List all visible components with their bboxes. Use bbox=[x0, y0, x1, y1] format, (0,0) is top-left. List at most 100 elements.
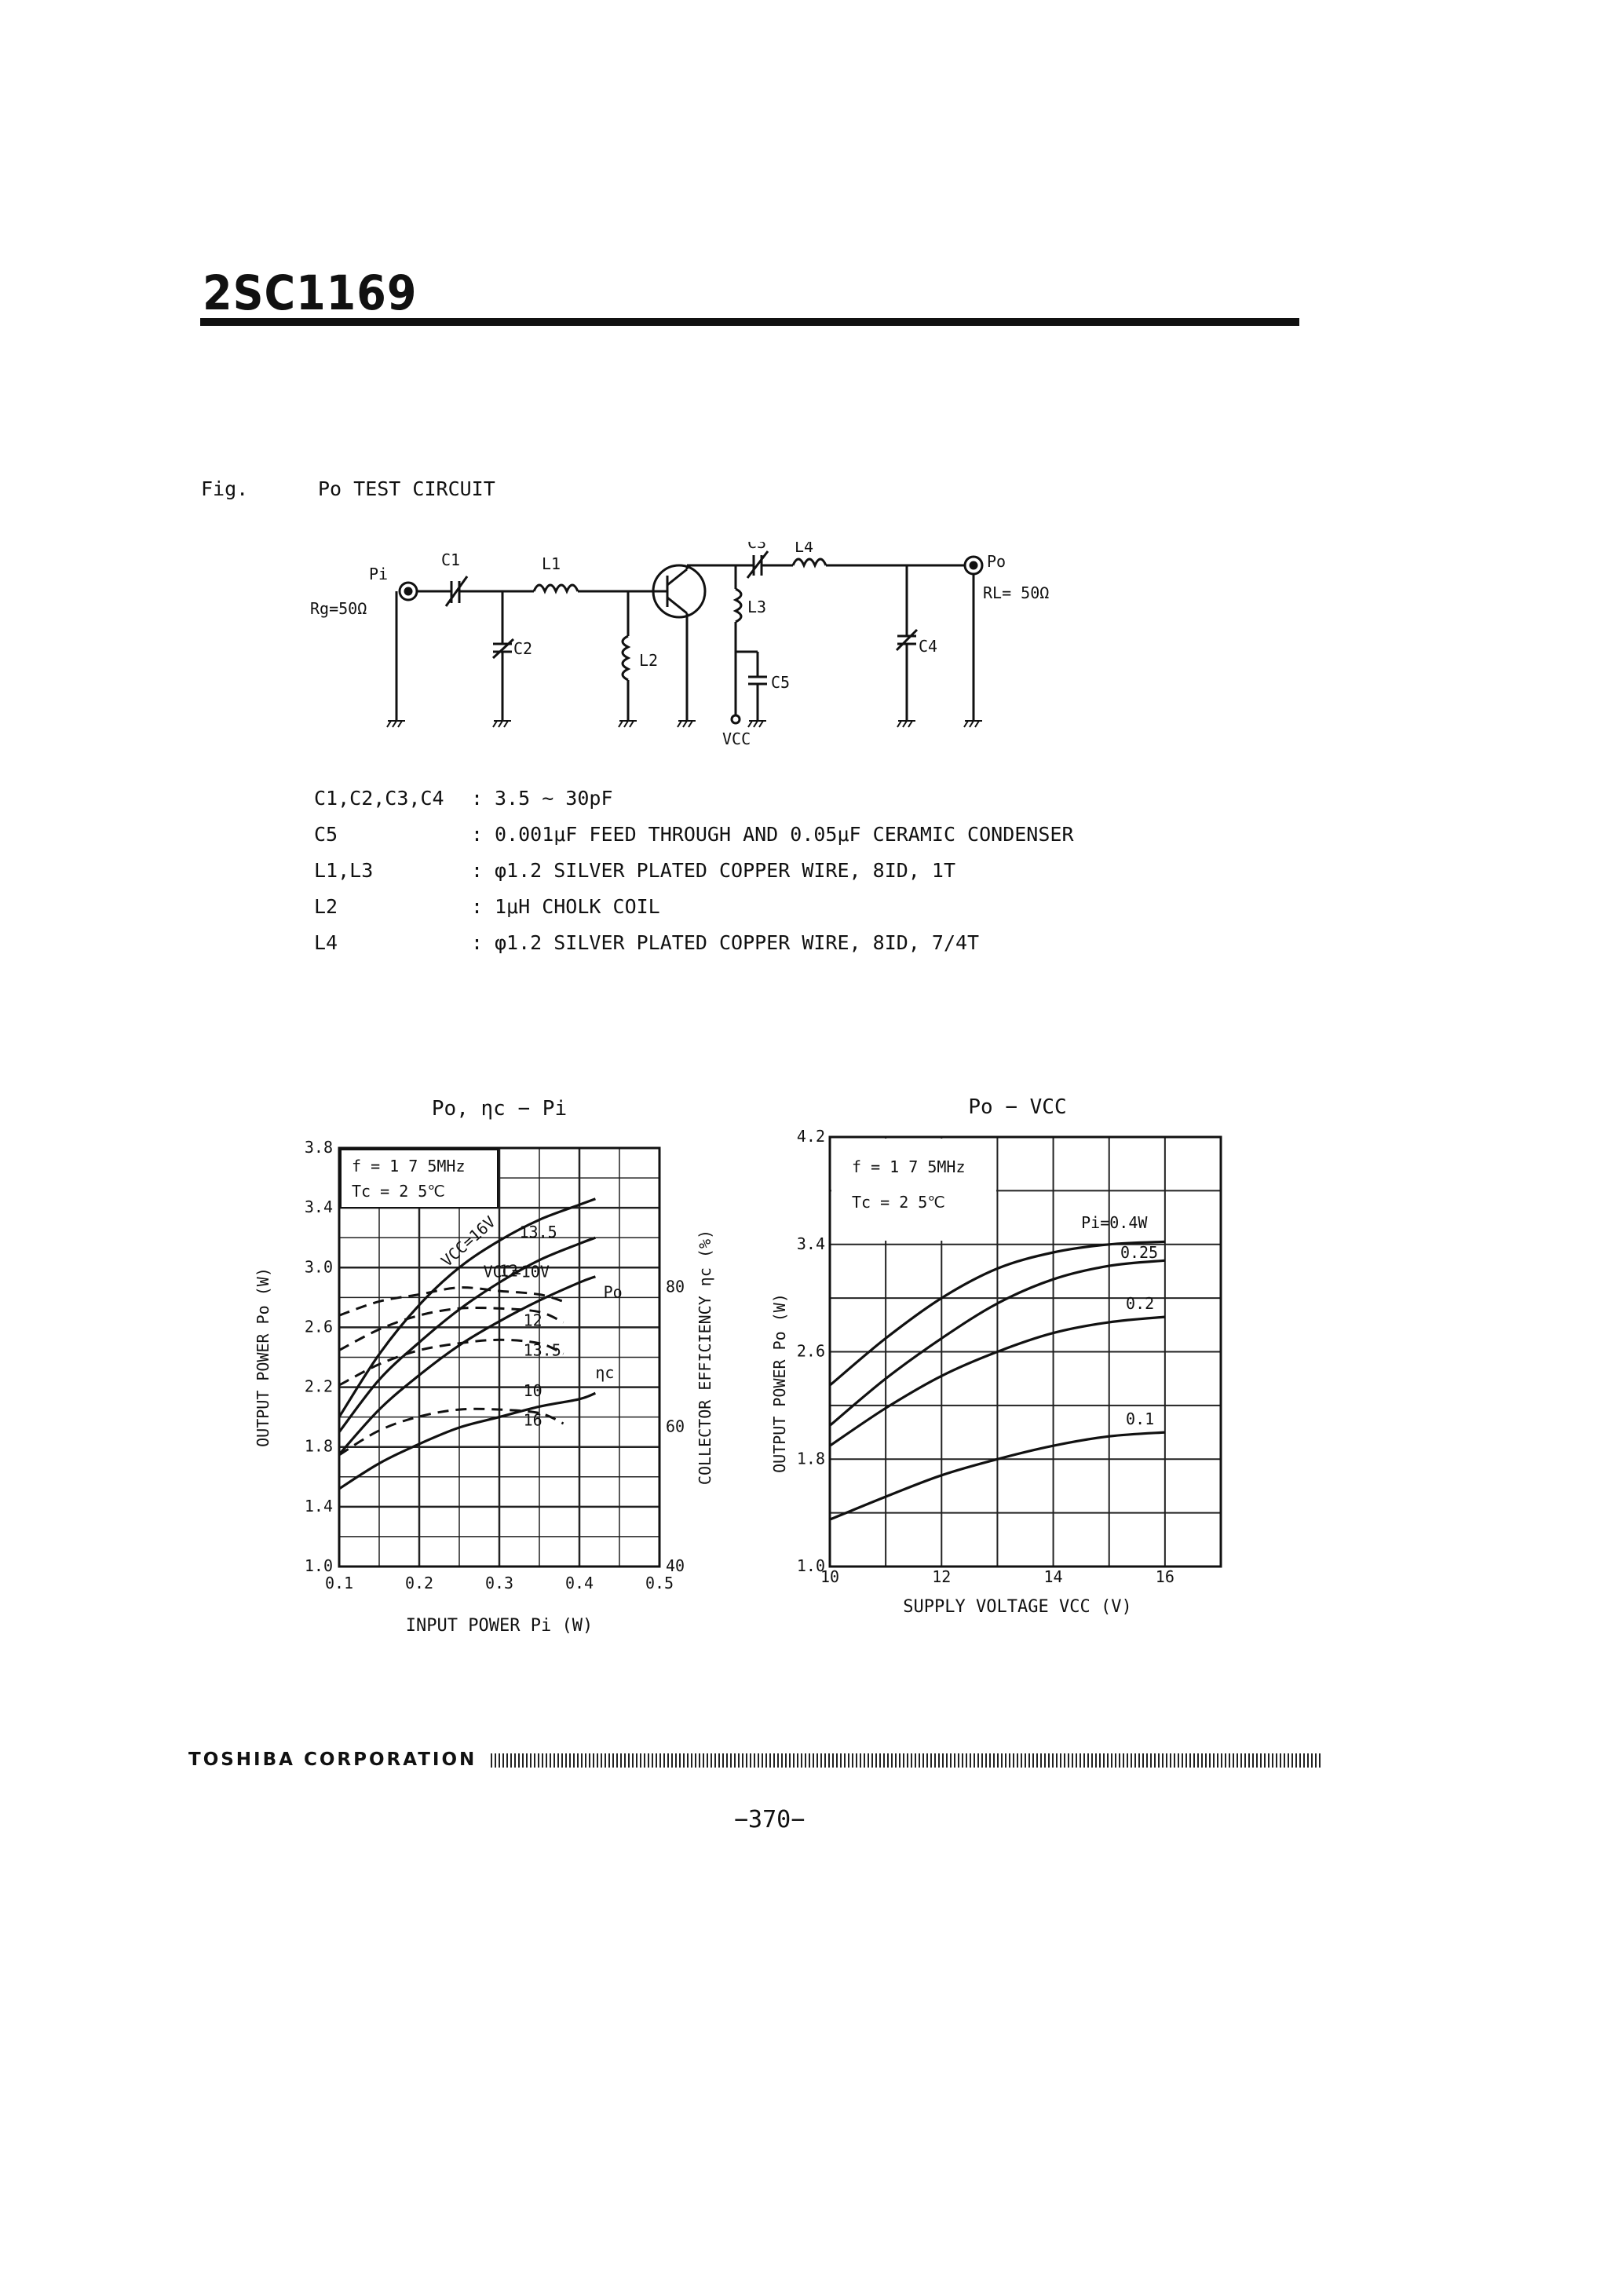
eta-curve-3 bbox=[338, 1338, 564, 1387]
conditions-box bbox=[831, 1139, 996, 1241]
eta-curve-label: 12 bbox=[524, 1311, 542, 1330]
x-tick-label: 0.3 bbox=[485, 1574, 513, 1592]
eta-curve-label: 16 bbox=[524, 1411, 542, 1430]
y-tick-label: 2.6 bbox=[305, 1317, 333, 1336]
y-tick-label: 3.0 bbox=[305, 1257, 333, 1276]
po-curve-3 bbox=[338, 1275, 596, 1456]
component-name: L4 bbox=[314, 931, 338, 954]
footer-company: TOSHIBA CORPORATION bbox=[188, 1749, 477, 1770]
component-value: 1μH CHOLK COIL bbox=[495, 895, 660, 918]
y-axis-label: OUTPUT POWER Po (W) bbox=[254, 1267, 272, 1447]
y-axis-label: OUTPUT POWER Po (W) bbox=[770, 1293, 789, 1473]
y-tick-label: 4.2 bbox=[797, 1127, 825, 1146]
component-name: L1,L3 bbox=[314, 859, 374, 882]
y-tick-label: 1.4 bbox=[305, 1497, 333, 1515]
footer-barcode-rule bbox=[491, 1753, 1323, 1768]
ground-symbols bbox=[386, 720, 982, 728]
component-name: L2 bbox=[314, 895, 338, 918]
series-label: 0.25 bbox=[1120, 1243, 1158, 1262]
x-tick-label: 0.4 bbox=[565, 1574, 594, 1592]
label-l2: L2 bbox=[639, 651, 658, 670]
y-tick-label: 3.4 bbox=[305, 1197, 333, 1216]
chart-title: Po − VCC bbox=[968, 1095, 1066, 1119]
po-marker-label: Po bbox=[604, 1282, 623, 1301]
condition-frequency: f = 1 7 5MHz bbox=[852, 1157, 966, 1176]
eta-marker-label: ηc bbox=[595, 1363, 614, 1382]
y2-tick-label: 80 bbox=[666, 1278, 685, 1296]
po-curve-1 bbox=[828, 1240, 1165, 1387]
po-curve-4 bbox=[829, 1431, 1166, 1521]
x-tick-label: 16 bbox=[1156, 1567, 1174, 1586]
y-tick-label: 1.0 bbox=[305, 1556, 333, 1575]
y2-axis-label: COLLECTOR EFFICIENCY ηc (%) bbox=[696, 1230, 714, 1485]
eta-curve-1 bbox=[338, 1286, 564, 1317]
plot-frame bbox=[828, 1135, 1222, 1568]
x-tick-label: 0.1 bbox=[325, 1574, 353, 1592]
circuit-title: Po TEST CIRCUIT bbox=[318, 477, 495, 500]
transistor-symbol bbox=[652, 564, 707, 619]
y-tick-label: 1.0 bbox=[797, 1556, 825, 1575]
y-tick-label: 2.2 bbox=[305, 1377, 333, 1396]
condition-frequency: f = 1 7 5MHz bbox=[352, 1157, 466, 1175]
chart-po-vs-vcc: f = 1 7 5MHz Tc = 2 5℃ 10 12 14 16 1.0 1.8 2.6 3.… bbox=[770, 1095, 1222, 1617]
po-curve-2 bbox=[338, 1236, 596, 1433]
y-tick-label: 1.8 bbox=[797, 1449, 825, 1468]
label-l1: L1 bbox=[542, 554, 561, 573]
figure-label: Fig. bbox=[201, 477, 249, 500]
po-curve-label: 13.5 bbox=[520, 1223, 557, 1241]
label-rg: Rg=50Ω bbox=[310, 599, 367, 618]
label-c4: C4 bbox=[919, 637, 937, 656]
x-tick-label: 0.5 bbox=[645, 1574, 674, 1592]
series-label: 0.2 bbox=[1126, 1294, 1154, 1313]
eta-curve-4 bbox=[338, 1407, 564, 1457]
label-l3: L3 bbox=[747, 598, 766, 616]
label-l4: L4 bbox=[795, 542, 813, 556]
title-rule bbox=[200, 318, 1299, 326]
x-axis-label: INPUT POWER Pi (W) bbox=[406, 1616, 593, 1636]
component-value: 3.5 ~ 30pF bbox=[495, 787, 613, 810]
label-rl: RL= 50Ω bbox=[983, 583, 1049, 602]
po-curve-2 bbox=[828, 1259, 1166, 1427]
part-number: 2SC1169 bbox=[203, 265, 418, 321]
y2-tick-label: 40 bbox=[666, 1556, 685, 1575]
x-axis-label: SUPPLY VOLTAGE VCC (V) bbox=[903, 1597, 1131, 1617]
label-c2: C2 bbox=[513, 639, 532, 658]
label-c3: C3 bbox=[747, 542, 766, 552]
y-tick-label: 3.4 bbox=[797, 1234, 825, 1253]
chart-title: Po, ηc − Pi bbox=[432, 1097, 567, 1121]
eta-curve-2 bbox=[338, 1306, 564, 1351]
label-c1: C1 bbox=[441, 550, 460, 569]
condition-temperature: Tc = 2 5℃ bbox=[352, 1182, 445, 1201]
label-c5: C5 bbox=[771, 673, 790, 692]
component-value: φ1.2 SILVER PLATED COPPER WIRE, 8ID, 1T bbox=[495, 859, 955, 882]
po-curve-4 bbox=[338, 1391, 597, 1490]
chart-po-eta-vs-pi: f = 1 7 5MHz Tc = 2 5℃ 0.1 0.2 0.3 0.4 0.5 1.0 1… bbox=[254, 1097, 714, 1636]
series-label: Pi=0.4W bbox=[1081, 1213, 1148, 1232]
y-tick-label: 3.8 bbox=[305, 1138, 333, 1157]
x-tick-label: 0.2 bbox=[405, 1574, 433, 1592]
eta-curve-label: VCC=10V bbox=[484, 1262, 550, 1281]
component-name: C1,C2,C3,C4 bbox=[314, 787, 444, 810]
test-circuit-schematic: Pi Rg=50Ω C1 L1 C2 L2 C3 L4 L3 C5 VCC Po… bbox=[310, 542, 1049, 748]
series-label: 0.1 bbox=[1126, 1409, 1154, 1428]
x-tick-label: 12 bbox=[932, 1567, 951, 1586]
component-name: C5 bbox=[314, 823, 338, 846]
x-tick-label: 10 bbox=[820, 1567, 839, 1586]
x-tick-label: 14 bbox=[1044, 1567, 1063, 1586]
conditions-box bbox=[340, 1149, 499, 1208]
y2-tick-label: 60 bbox=[666, 1417, 685, 1435]
po-curve-3 bbox=[829, 1315, 1166, 1447]
po-curve-label: 10 bbox=[524, 1381, 542, 1400]
label-po: Po bbox=[987, 552, 1006, 571]
y-tick-label: 2.6 bbox=[797, 1342, 825, 1361]
po-curve-label: 12 bbox=[499, 1262, 518, 1281]
label-vcc: VCC bbox=[722, 729, 751, 748]
component-value: 0.001μF FEED THROUGH AND 0.05μF CERAMIC … bbox=[495, 823, 1074, 846]
component-value: φ1.2 SILVER PLATED COPPER WIRE, 8ID, 7/4… bbox=[495, 931, 980, 954]
page-number: −370− bbox=[734, 1806, 806, 1834]
plot-frame bbox=[338, 1146, 661, 1568]
eta-curve-label: 13.5 bbox=[524, 1341, 561, 1360]
po-curve-1 bbox=[338, 1197, 596, 1418]
label-pi: Pi bbox=[369, 565, 388, 583]
condition-temperature: Tc = 2 5℃ bbox=[852, 1193, 945, 1212]
